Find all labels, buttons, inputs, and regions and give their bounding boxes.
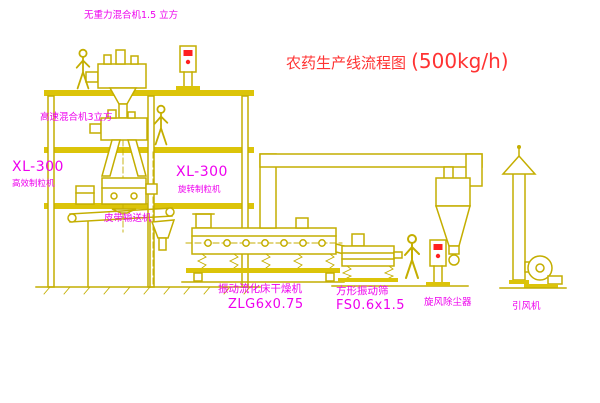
label-granulator-left-model: XL-300 (12, 159, 64, 175)
exhaust-stack (501, 145, 537, 284)
label-cyclone: 旋风除尘器 (424, 296, 472, 308)
label-gravity-mixer: 无重力混合机1.5 立方 (84, 9, 178, 21)
granulator-equipment (101, 177, 158, 205)
control-panel-2 (426, 239, 450, 286)
cyclone-equipment (434, 166, 471, 266)
label-dryer-name: 振动流化床干燥机 (218, 282, 302, 295)
label-screen-name: 方形振动筛 (336, 284, 389, 297)
gravity-mixer-equipment (85, 49, 147, 119)
worker-figure-roof (75, 48, 91, 90)
label-granulator-left-name: 高效制粒机 (12, 178, 55, 189)
fluid-bed-dryer-equipment (181, 213, 353, 283)
label-dryer-model: ZLG6x0.75 (228, 297, 304, 312)
belt-conveyor-equipment (67, 207, 176, 288)
label-screen-model: FS0.6x1.5 (336, 298, 405, 313)
label-granulator-right-model: XL-300 (176, 164, 228, 180)
label-granulator-right-name: 旋转制粒机 (178, 184, 221, 195)
induced-draft-fan-equipment (499, 255, 567, 289)
high-speed-mixer-equipment (89, 109, 148, 177)
label-belt-conveyor: 皮带输送机 (104, 212, 152, 224)
worker-figure-ground (403, 233, 421, 280)
label-fan: 引风机 (512, 300, 541, 312)
label-high-speed-mixer: 高速混合机3立方 (40, 111, 113, 123)
control-panel (176, 45, 200, 90)
diagram-title: 农药生产线流程图 (500kg/h) (286, 49, 509, 73)
building-structure (35, 90, 261, 295)
feeder-equipment (75, 185, 95, 205)
worker-figure-floor2 (153, 104, 169, 146)
